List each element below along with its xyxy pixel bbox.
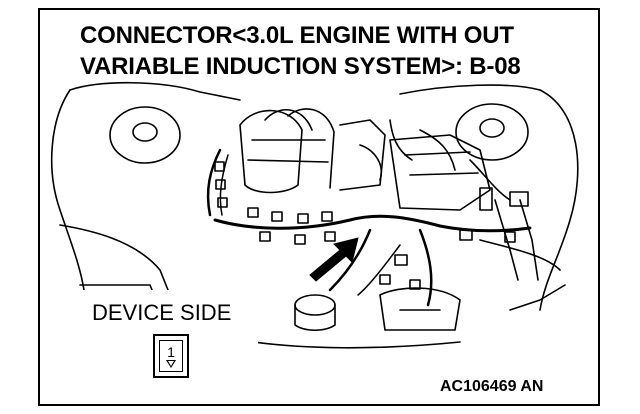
title-line-1: CONNECTOR<3.0L ENGINE WITH OUT	[80, 22, 514, 49]
diagram-title: CONNECTOR<3.0L ENGINE WITH OUT VARIABLE …	[80, 20, 580, 82]
engine-bay-illustration	[50, 81, 579, 349]
connector-cavity: 1	[159, 340, 183, 372]
title-line-2: VARIABLE INDUCTION SYSTEM>: B-08	[80, 53, 521, 80]
lock-tab-icon	[166, 360, 176, 368]
device-side-label: DEVICE SIDE	[88, 300, 236, 326]
figure-code: AC106469 AN	[440, 378, 544, 395]
connector-location-arrow	[309, 237, 359, 282]
pin-number: 1	[167, 344, 175, 360]
connector-face-icon: 1	[153, 334, 189, 378]
